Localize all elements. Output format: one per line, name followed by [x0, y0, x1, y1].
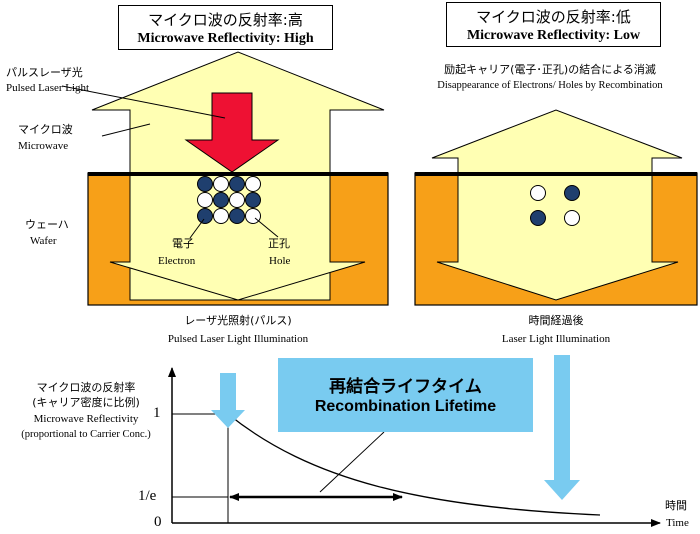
right-title-box: マイクロ波の反射率:低 Microwave Reflectivity: Low	[446, 2, 661, 47]
hole-dot	[229, 192, 245, 208]
hole-dot	[213, 176, 229, 192]
electron-label-en: Electron	[158, 255, 196, 267]
electron-dot	[229, 208, 245, 224]
y-axis-label-jp1: マイクロ波の反射率	[36, 381, 136, 394]
x-axis-label-jp: 時間	[665, 499, 687, 512]
left-caption-jp: レーザ光照射(パルス)	[184, 314, 292, 327]
right-carriers	[530, 185, 580, 226]
tick-label-1e: 1/e	[138, 488, 157, 504]
pulse-blue-arrow	[211, 373, 245, 428]
lifetime-leader	[319, 431, 385, 493]
pulsed-laser-leader	[61, 85, 226, 119]
right-microwave-arrow	[431, 109, 683, 176]
hole-label-en: Hole	[269, 255, 291, 267]
wafer-label-en: Wafer	[30, 235, 57, 247]
hole-dot	[530, 185, 546, 201]
hole-dot	[564, 210, 580, 226]
left-carrier-cluster	[197, 176, 261, 224]
microwave-label-jp: マイクロ波	[18, 123, 73, 136]
recombination-label-en: Disappearance of Electrons/ Holes by Rec…	[437, 80, 663, 91]
pulsed-laser-label-jp: パルスレーザ光	[6, 66, 83, 79]
right-caption-en: Laser Light Illumination	[501, 333, 611, 345]
pulsed-laser-label-en: Pulsed Laser Light	[6, 82, 90, 94]
left-title-en: Microwave Reflectivity: High	[137, 31, 314, 46]
wafer-label-jp: ウェーハ	[25, 218, 69, 231]
electron-dot	[197, 176, 213, 192]
lifetime-label-en: Recombination Lifetime	[314, 398, 497, 415]
hole-dot	[245, 176, 261, 192]
electron-dot	[197, 208, 213, 224]
right-title-jp: マイクロ波の反射率:低	[476, 8, 631, 26]
electron-dot	[530, 210, 546, 226]
electron-label-jp: 電子	[172, 237, 194, 250]
y-axis-label-en2: (proportional to Carrier Conc.)	[21, 429, 151, 440]
electron-dot	[564, 185, 580, 201]
right-title-en: Microwave Reflectivity: Low	[466, 28, 641, 43]
hole-label-jp: 正孔	[268, 237, 290, 250]
tick-label-0: 0	[154, 514, 162, 530]
lifetime-label-jp: 再結合ライフタイム	[329, 377, 482, 397]
hole-leader	[254, 217, 279, 238]
electron-dot	[229, 176, 245, 192]
time-blue-arrow	[544, 355, 580, 500]
microwave-label-en: Microwave	[18, 140, 69, 152]
decay-curve	[227, 413, 601, 516]
recombination-label-jp: 励起キャリア(電子･正孔)の結合による消滅	[444, 63, 656, 76]
hole-dot	[197, 192, 213, 208]
left-microwave-arrow-bottom	[109, 174, 366, 301]
electron-dot	[213, 192, 229, 208]
x-axis-label-en: Time	[666, 517, 689, 529]
recombination-lifetime-box: 再結合ライフタイム Recombination Lifetime	[278, 358, 533, 432]
hole-dot	[213, 208, 229, 224]
left-title-box: マイクロ波の反射率:高 Microwave Reflectivity: High	[118, 5, 333, 50]
left-caption-en: Pulsed Laser Light Illumination	[167, 333, 309, 345]
y-axis-label-en1: Microwave Reflectivity	[33, 413, 139, 425]
tick-label-1: 1	[153, 405, 161, 421]
right-caption-jp: 時間経過後	[528, 314, 584, 327]
left-title-jp: マイクロ波の反射率:高	[148, 11, 303, 29]
y-axis-label-jp2: (キャリア密度に比例)	[32, 396, 140, 409]
microwave-leader	[101, 123, 151, 137]
electron-dot	[245, 192, 261, 208]
electron-leader	[189, 218, 205, 239]
right-microwave-arrow-bottom	[436, 174, 679, 301]
pulsed-laser-arrow	[184, 92, 280, 173]
